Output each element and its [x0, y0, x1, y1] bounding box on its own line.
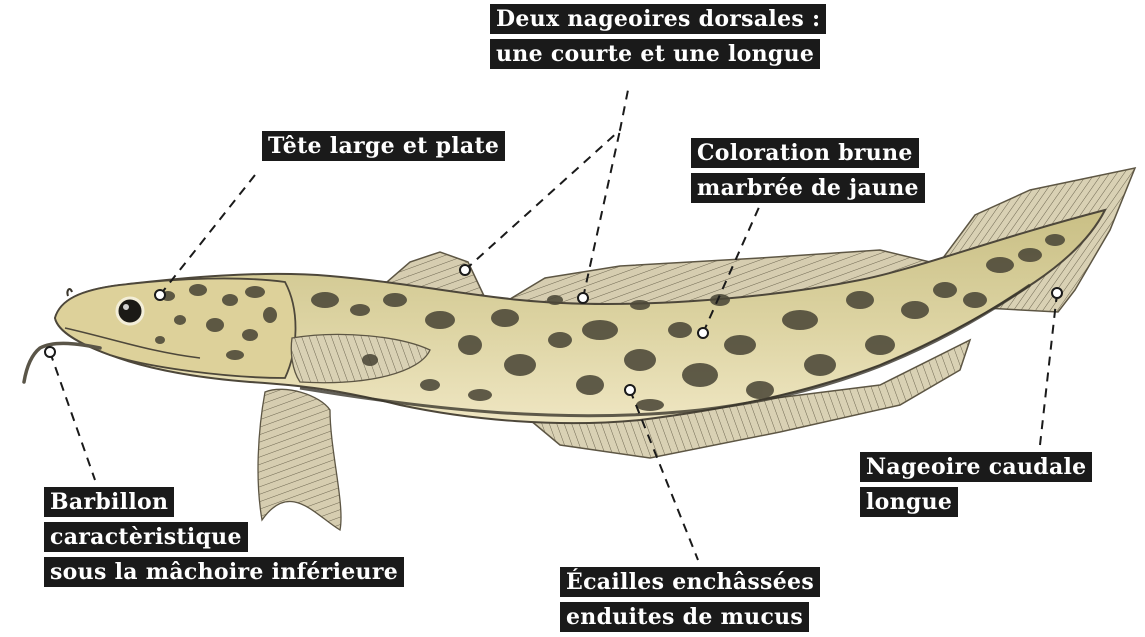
label-dorsal-line1: Deux nageoires dorsales : — [490, 4, 826, 34]
label-caudal-fin: Nageoire caudale longue — [860, 452, 1092, 522]
label-head-line1: Tête large et plate — [262, 131, 505, 161]
label-barbel-line3: sous la mâchoire inférieure — [44, 557, 404, 587]
leader-caudal — [1040, 293, 1057, 445]
leader-barbel — [50, 352, 95, 480]
label-barbel: Barbillon caractèristique sous la mâchoi… — [44, 487, 404, 592]
label-coloration-line2: marbrée de jaune — [691, 173, 925, 203]
chin-barbel — [24, 343, 100, 382]
label-scales: Écailles enchâssées enduites de mucus — [560, 567, 820, 637]
label-coloration-line1: Coloration brune — [691, 138, 919, 168]
label-barbel-line1: Barbillon — [44, 487, 174, 517]
label-barbel-line2: caractèristique — [44, 522, 248, 552]
eye — [117, 298, 143, 324]
label-scales-line1: Écailles enchâssées — [560, 567, 820, 597]
label-head: Tête large et plate — [262, 131, 505, 166]
label-caudal-line2: longue — [860, 487, 958, 517]
label-dorsal-fins: Deux nageoires dorsales : une courte et … — [490, 4, 826, 74]
label-dorsal-line2: une courte et une longue — [490, 39, 820, 69]
label-caudal-line1: Nageoire caudale — [860, 452, 1092, 482]
label-coloration: Coloration brune marbrée de jaune — [691, 138, 925, 208]
label-scales-line2: enduites de mucus — [560, 602, 809, 632]
leader-dorsal-short — [465, 90, 628, 270]
